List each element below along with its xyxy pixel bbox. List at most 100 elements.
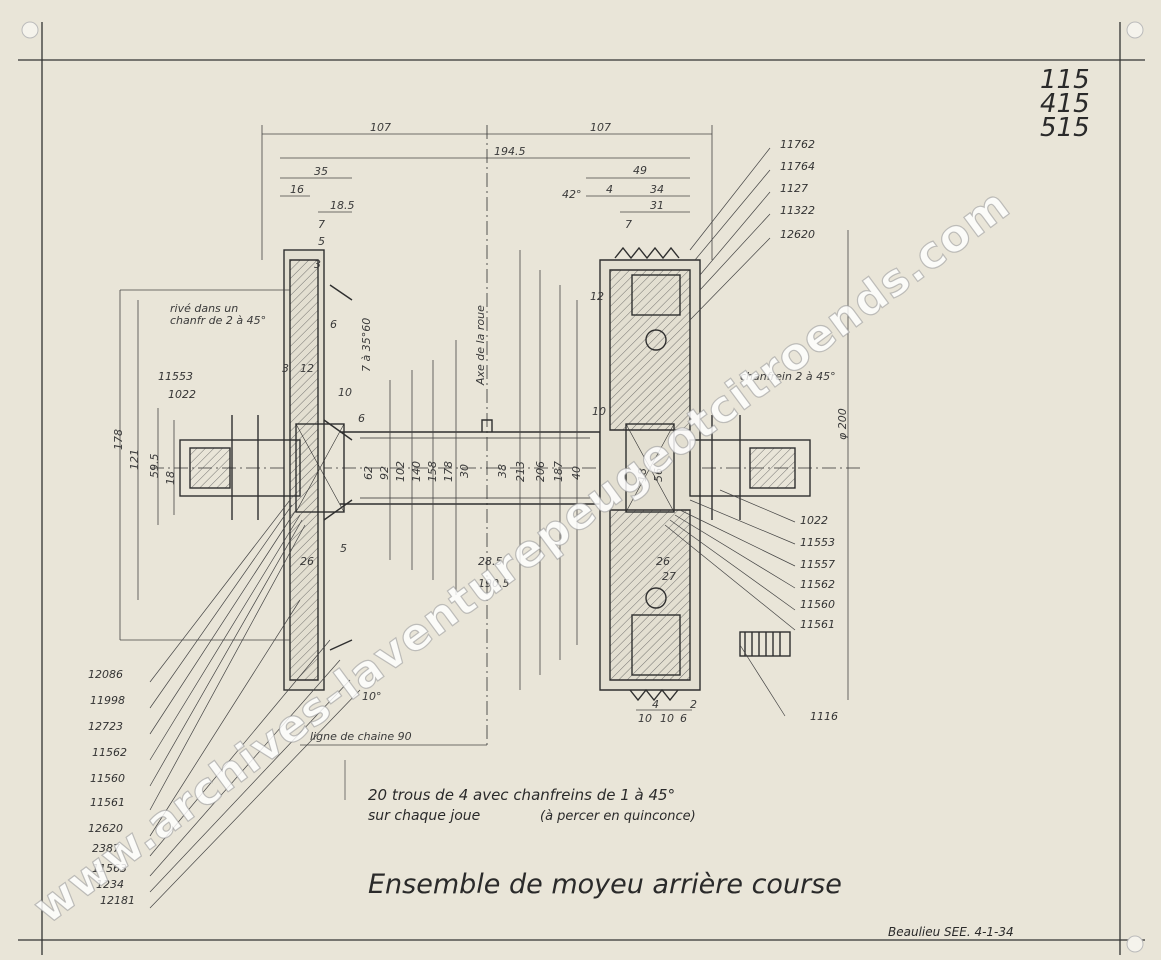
dim-6: 6 bbox=[330, 318, 337, 331]
dim-diameter: 102 bbox=[394, 461, 407, 482]
dimensions-left: 178 121 59.5 18 φ 200 bbox=[112, 408, 849, 485]
refs-right-bottom: 1022 11553 11557 11562 11560 11561 1116 bbox=[800, 514, 838, 723]
note-holes-line1: 20 trous de 4 avec chanfreins de 1 à 45° bbox=[368, 786, 675, 804]
part-ref: 1022 bbox=[168, 388, 196, 401]
dim-diameter: 40 bbox=[570, 466, 583, 480]
part-ref: 11553 bbox=[158, 370, 193, 383]
dim-26: 26 bbox=[300, 555, 314, 568]
note-rive-line2: chanfr de 2 à 45° bbox=[170, 314, 266, 327]
dim-10d: 10 bbox=[660, 712, 674, 725]
dim-4: 4 bbox=[606, 183, 613, 196]
watermark-text: www.archives-laventurepeugeotcitroends.c… bbox=[24, 179, 1019, 934]
part-ref: 11998 bbox=[90, 694, 125, 707]
dim-diameter: 213 bbox=[514, 461, 527, 482]
dim-16: 16 bbox=[290, 183, 304, 196]
part-ref: 11561 bbox=[800, 618, 835, 631]
part-ref: 1116 bbox=[810, 710, 838, 723]
signature: Beaulieu SEE. 4-1-34 bbox=[888, 925, 1014, 939]
dim-left: 18 bbox=[164, 471, 177, 485]
dim-6b: 6 bbox=[358, 412, 365, 425]
dim-7: 7 bbox=[318, 218, 325, 231]
dim-left: 59.5 bbox=[148, 454, 161, 479]
dim-left-107: 107 bbox=[370, 121, 391, 134]
note-holes-paren: (à percer en quinconce) bbox=[540, 809, 696, 824]
dim-26b: 26 bbox=[656, 555, 670, 568]
dim-diameter: 140 bbox=[410, 461, 423, 482]
part-ref: 11560 bbox=[90, 772, 125, 785]
part-ref: 11553 bbox=[800, 536, 835, 549]
dim-18: 18 bbox=[636, 468, 649, 482]
chain-line-label: ligne de chaine 90 bbox=[310, 730, 412, 743]
dim-7b: 7 bbox=[625, 218, 632, 231]
drawing-title: Ensemble de moyeu arrière course bbox=[368, 869, 842, 900]
part-ref: 1234 bbox=[96, 878, 124, 891]
dim-phi-200: φ 200 bbox=[836, 408, 849, 440]
dim-10: 10 bbox=[338, 386, 352, 399]
dim-diameter: 30 bbox=[458, 464, 471, 478]
dim-2: 2 bbox=[690, 698, 697, 711]
dim-diameter: 206 bbox=[534, 461, 547, 482]
dim-12b: 12 bbox=[590, 290, 604, 303]
part-ref: 11561 bbox=[90, 796, 125, 809]
dim-28-5: 28.5 bbox=[478, 555, 503, 568]
part-ref: 11322 bbox=[780, 204, 815, 217]
part-ref: 2387 bbox=[92, 842, 120, 855]
part-ref: 11562 bbox=[800, 578, 835, 591]
dim-diameter: 187 bbox=[552, 461, 565, 482]
dim-56: 56 bbox=[652, 468, 665, 482]
part-ref: 11762 bbox=[780, 138, 815, 151]
dim-5b: 5 bbox=[340, 542, 347, 555]
dim-left: 178 bbox=[112, 429, 125, 450]
dim-6c: 6 bbox=[680, 712, 687, 725]
dim-angle-42: 42° bbox=[562, 188, 582, 201]
part-ref: 1022 bbox=[800, 514, 828, 527]
dim-10c: 10 bbox=[638, 712, 652, 725]
part-ref: 11764 bbox=[780, 160, 815, 173]
part-ref: 11560 bbox=[800, 598, 835, 611]
dim-12: 12 bbox=[300, 362, 314, 375]
dim-27: 27 bbox=[662, 570, 676, 583]
note-rive-line1: rivé dans un bbox=[170, 302, 238, 315]
dimension-lines bbox=[119, 125, 849, 746]
axis-label: Axe de la roue bbox=[474, 305, 487, 386]
dim-3b: 3 bbox=[282, 362, 289, 375]
dim-18-5: 18.5 bbox=[330, 199, 355, 212]
dim-190-5: 190.5 bbox=[478, 577, 510, 590]
note-chanfrein: chanfrein 2 à 45° bbox=[740, 370, 836, 383]
sheet-number: 515 bbox=[1040, 113, 1090, 143]
part-ref: 12723 bbox=[88, 720, 123, 733]
part-ref: 12086 bbox=[88, 668, 123, 681]
dim-4b: 4 bbox=[652, 698, 659, 711]
dim-31: 31 bbox=[650, 199, 664, 212]
dim-5: 5 bbox=[318, 235, 325, 248]
hub-assembly bbox=[150, 125, 860, 745]
part-ref: 12620 bbox=[780, 228, 815, 241]
dim-35: 35 bbox=[314, 165, 328, 178]
sheet-number: 115 bbox=[1040, 65, 1090, 95]
dimensions-diameters: 62 92 102 140 158 178 30 38 213 206 187 … bbox=[362, 461, 583, 482]
dimensions-top: 107 107 194.5 35 16 18.5 7 5 3 49 4 34 3… bbox=[290, 121, 664, 271]
dim-angle-10: 10° bbox=[362, 690, 382, 703]
dim-total-194-5: 194.5 bbox=[494, 145, 526, 158]
refs-left-bottom: 12086 11998 12723 11562 11560 11561 1262… bbox=[88, 668, 135, 907]
dim-10b: 10 bbox=[592, 405, 606, 418]
part-ref: 11563 bbox=[92, 862, 127, 875]
part-ref: 1127 bbox=[780, 182, 808, 195]
dim-left: 121 bbox=[128, 449, 141, 470]
dim-diameter: 178 bbox=[442, 461, 455, 482]
sheet-numbers: 115 415 515 bbox=[1040, 65, 1090, 143]
refs-left-top: 11553 1022 bbox=[158, 370, 196, 401]
part-ref: 11562 bbox=[92, 746, 127, 759]
dimensions-misc: 6 12 3 10 6 7 à 35°60 12 10 26 5 28.5 19… bbox=[282, 290, 697, 725]
dim-49: 49 bbox=[633, 164, 647, 177]
dim-diameter: 158 bbox=[426, 461, 439, 482]
part-ref: 12620 bbox=[88, 822, 123, 835]
part-ref: 12181 bbox=[100, 894, 135, 907]
drawing-notes: rivé dans un chanfr de 2 à 45° chanfrein… bbox=[170, 302, 836, 824]
part-ref: 11557 bbox=[800, 558, 835, 571]
pin-holes bbox=[21, 21, 1144, 953]
dim-diameter: 38 bbox=[496, 464, 509, 478]
dim-diameter: 92 bbox=[378, 466, 391, 480]
